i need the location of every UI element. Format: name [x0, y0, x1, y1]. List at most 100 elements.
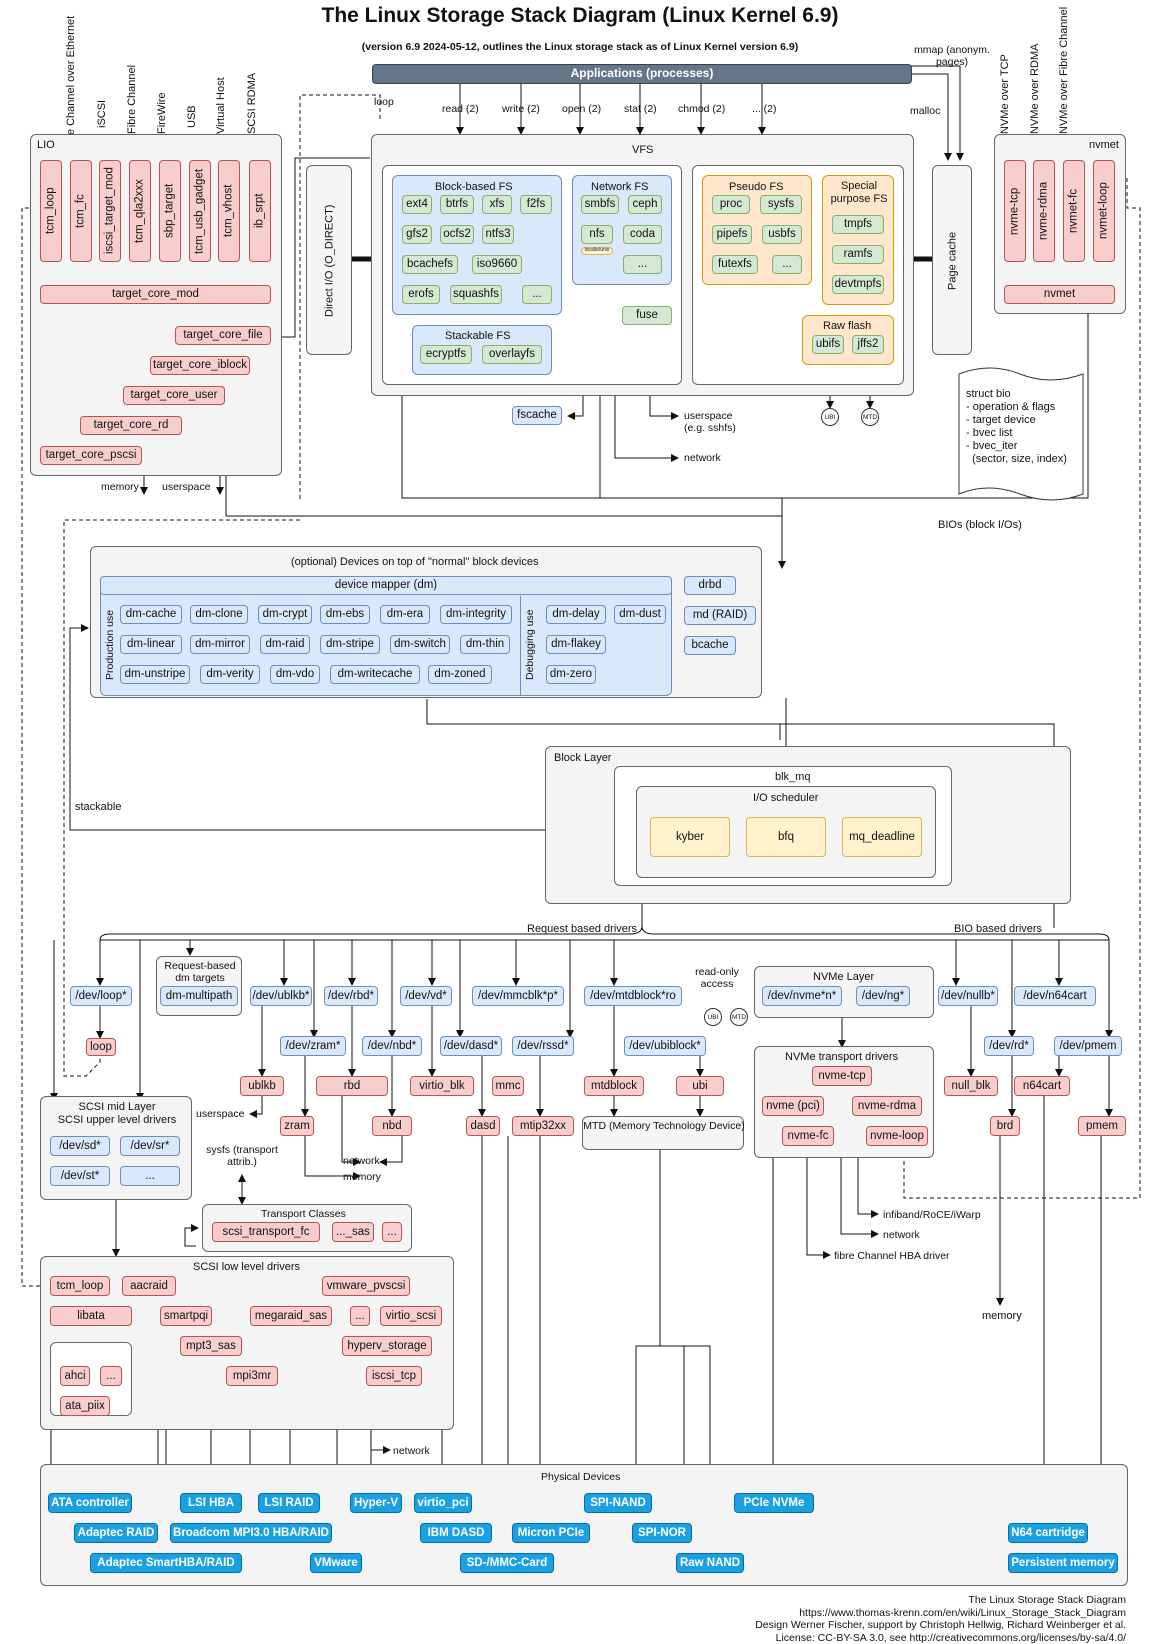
driver-brd[interactable]: brd [990, 1116, 1020, 1136]
sched-kyber[interactable]: kyber [650, 817, 730, 857]
nvme-fc[interactable]: nvme-fc [782, 1126, 834, 1146]
dm-cache[interactable]: dm-cache [120, 605, 182, 624]
nvme-tcp[interactable]: nvme-tcp [812, 1066, 872, 1086]
lld-virtio-scsi[interactable]: virtio_scsi [380, 1306, 442, 1326]
dev-ng[interactable]: /dev/ng* [856, 986, 910, 1006]
driver-mtdblock[interactable]: mtdblock [584, 1076, 644, 1096]
nvmet-fabric-nvme-rdma[interactable]: nvme-rdma [1033, 160, 1055, 262]
phys-adaptec-raid[interactable]: Adaptec RAID [74, 1523, 158, 1543]
fs-more[interactable]: ... [522, 285, 552, 304]
ata-more[interactable]: ... [100, 1366, 122, 1386]
fs-xfs[interactable]: xfs [482, 195, 512, 214]
dev-pmem[interactable]: /dev/pmem [1054, 1036, 1122, 1056]
dev-zram[interactable]: /dev/zram* [280, 1036, 346, 1056]
driver-mmc[interactable]: mmc [492, 1076, 524, 1096]
applications-bar[interactable]: Applications (processes) [372, 64, 912, 84]
phys-pcie-nvme[interactable]: PCIe NVMe [734, 1493, 814, 1513]
mtd-box[interactable]: MTD (Memory Technology Device) [582, 1116, 745, 1150]
dev-sd[interactable]: /dev/sd* [50, 1136, 110, 1156]
driver-virtio-blk[interactable]: virtio_blk [410, 1076, 474, 1096]
dev-nvme[interactable]: /dev/nvme*n* [762, 986, 842, 1006]
phys-raw-nand[interactable]: Raw NAND [676, 1553, 744, 1573]
target-core-rd[interactable]: target_core_rd [80, 416, 182, 435]
driver-dasd[interactable]: dasd [466, 1116, 500, 1136]
lld-iscsi-tcp[interactable]: iscsi_tcp [366, 1366, 422, 1386]
phys-ata-controller[interactable]: ATA controller [48, 1493, 132, 1513]
fs-ceph[interactable]: ceph [628, 195, 662, 214]
dm-integrity[interactable]: dm-integrity [440, 605, 512, 624]
dev-mmcblk[interactable]: /dev/mmcblk*p* [472, 986, 564, 1006]
fs-nfs[interactable]: nfs [581, 225, 613, 244]
md-raid[interactable]: md (RAID) [684, 606, 756, 625]
dm-dust[interactable]: dm-dust [614, 605, 666, 624]
target-core-pscsi[interactable]: target_core_pscsi [40, 446, 142, 465]
phys-sd-mmc-card[interactable]: SD-/MMC-Card [460, 1553, 554, 1573]
fs-btrfs[interactable]: btrfs [440, 195, 474, 214]
dev-ubiblock[interactable]: /dev/ubiblock* [624, 1036, 706, 1056]
nvme-loop[interactable]: nvme-loop [866, 1126, 928, 1146]
dm-writecache[interactable]: dm-writecache [330, 665, 420, 684]
fs-erofs[interactable]: erofs [402, 285, 440, 304]
phys-adaptec-smarthba[interactable]: Adaptec SmartHBA/RAID [90, 1553, 242, 1573]
dev-nullb[interactable]: /dev/nullb* [938, 986, 998, 1006]
fs-ext4[interactable]: ext4 [402, 195, 432, 214]
dm-stripe[interactable]: dm-stripe [320, 635, 380, 654]
dev-loop[interactable]: /dev/loop* [70, 986, 132, 1006]
lio-fabric-tcm-fc[interactable]: tcm_fc [70, 160, 92, 262]
dm-vdo[interactable]: dm-vdo [270, 665, 320, 684]
fs-bcachefs[interactable]: bcachefs [402, 255, 458, 274]
lld-megaraid-sas[interactable]: megaraid_sas [250, 1306, 332, 1326]
fs-network-more[interactable]: ... [623, 255, 662, 274]
fs-squashfs[interactable]: squashfs [450, 285, 502, 304]
lio-fabric-iscsi-target-mod[interactable]: iscsi_target_mod [99, 160, 121, 262]
sched-bfq[interactable]: bfq [746, 817, 826, 857]
phys-n64-cartridge[interactable]: N64 cartridge [1008, 1523, 1088, 1543]
fs-gfs2[interactable]: gfs2 [402, 225, 432, 244]
fs-fuse[interactable]: fuse [622, 306, 672, 325]
driver-mtip32xx[interactable]: mtip32xx [512, 1116, 574, 1136]
fs-usbfs[interactable]: usbfs [762, 225, 802, 244]
nvmet-fabric-nvme-tcp[interactable]: nvme-tcp [1004, 160, 1026, 262]
dm-raid[interactable]: dm-raid [260, 635, 310, 654]
dev-vd[interactable]: /dev/vd* [400, 986, 452, 1006]
dev-rd[interactable]: /dev/rd* [984, 1036, 1034, 1056]
target-core-user[interactable]: target_core_user [123, 386, 225, 405]
driver-ubi[interactable]: ubi [676, 1076, 724, 1096]
phys-broadcom-mpi3[interactable]: Broadcom MPI3.0 HBA/RAID [170, 1523, 332, 1543]
target-core-iblock[interactable]: target_core_iblock [150, 356, 250, 375]
lld-libata[interactable]: libata [50, 1306, 132, 1326]
dm-multipath[interactable]: dm-multipath [160, 986, 238, 1006]
fs-ecryptfs[interactable]: ecryptfs [420, 345, 472, 364]
fs-ubifs[interactable]: ubifs [812, 335, 844, 354]
dev-sr[interactable]: /dev/sr* [120, 1136, 180, 1156]
direct-io-box[interactable]: Direct I/O (O_DIRECT) [306, 165, 352, 355]
nvmet-core[interactable]: nvmet [1004, 285, 1115, 304]
driver-loop[interactable]: loop [86, 1038, 116, 1056]
phys-ibm-dasd[interactable]: IBM DASD [420, 1523, 492, 1543]
dev-st[interactable]: /dev/st* [50, 1166, 110, 1186]
lio-fabric-tcm-vhost[interactable]: tcm_vhost [218, 160, 240, 262]
driver-null-blk[interactable]: null_blk [944, 1076, 998, 1096]
dm-flakey[interactable]: dm-flakey [546, 635, 606, 654]
lio-fabric-sbp-target[interactable]: sbp_target [159, 160, 181, 262]
dm-era[interactable]: dm-era [380, 605, 430, 624]
nvme-pci[interactable]: nvme (pci) [762, 1096, 824, 1116]
fscache[interactable]: fscache [512, 406, 562, 425]
nvmet-fabric-nvmet-loop[interactable]: nvmet-loop [1093, 160, 1115, 262]
sched-mq-deadline[interactable]: mq_deadline [842, 817, 922, 857]
dev-rbd[interactable]: /dev/rbd* [324, 986, 378, 1006]
dm-zoned[interactable]: dm-zoned [428, 665, 492, 684]
fs-pseudo-more[interactable]: ... [772, 255, 802, 274]
lld-tcm-loop[interactable]: tcm_loop [50, 1276, 110, 1296]
driver-rbd[interactable]: rbd [316, 1076, 388, 1096]
dev-dasd[interactable]: /dev/dasd* [440, 1036, 502, 1056]
dm-crypt[interactable]: dm-crypt [258, 605, 312, 624]
fs-devtmpfs[interactable]: devtmpfs [832, 275, 884, 294]
phys-virtio-pci[interactable]: virtio_pci [414, 1493, 472, 1513]
phys-lsi-raid[interactable]: LSI RAID [258, 1493, 320, 1513]
fs-f2fs[interactable]: f2fs [520, 195, 552, 214]
dev-nbd[interactable]: /dev/nbd* [362, 1036, 422, 1056]
phys-micron-pcie[interactable]: Micron PCIe [512, 1523, 590, 1543]
fs-ntfs3[interactable]: ntfs3 [482, 225, 514, 244]
dm-thin[interactable]: dm-thin [460, 635, 510, 654]
